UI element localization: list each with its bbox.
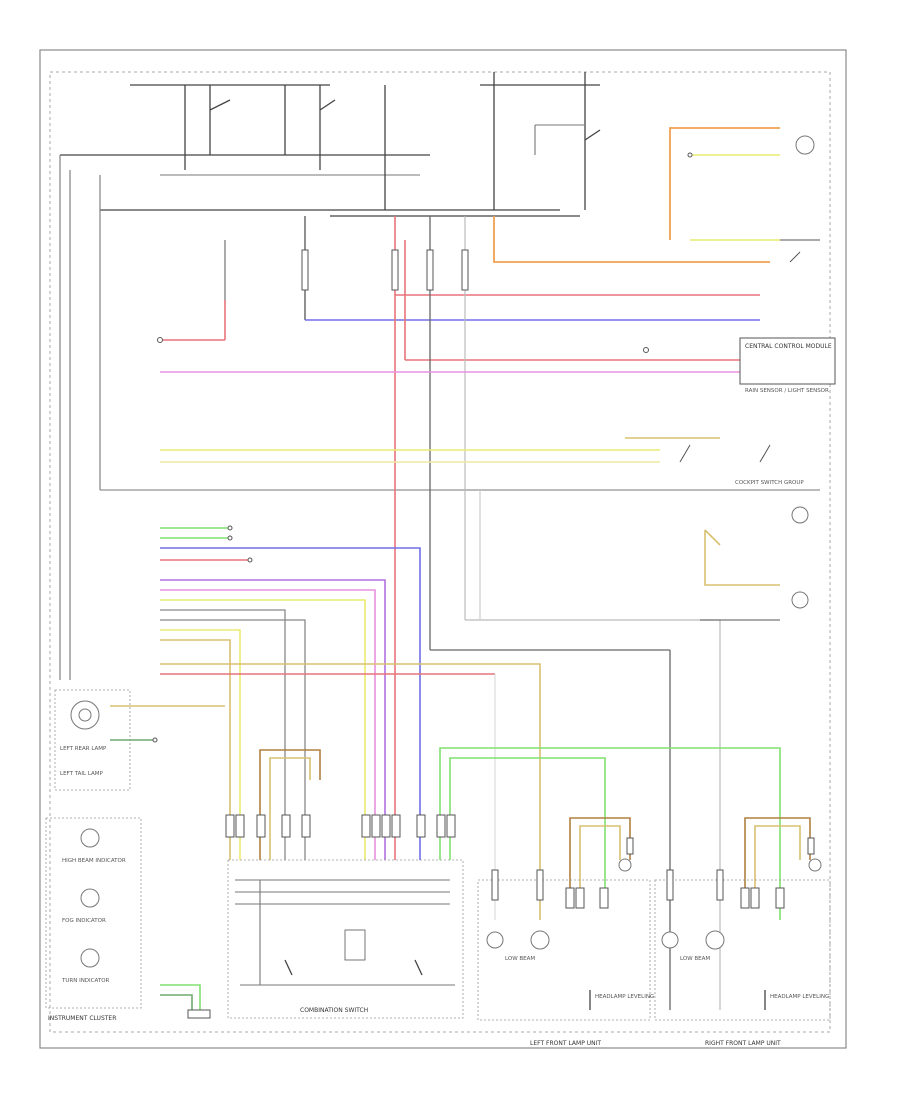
wire-darkgreen-cluster [160,994,193,1010]
combination-switch-label: COMBINATION SWITCH [300,1007,368,1014]
wire-orange [493,216,770,263]
wire-green-mid [449,757,606,890]
wire-tan-3 [160,663,541,920]
instrument-cluster-label: INSTRUMENT CLUSTER [48,1015,116,1022]
combination-switch: COMBINATION SWITCH [227,859,464,1019]
right-front-lamp-unit: LOW BEAM HEADLAMP LEVELING RIGHT FRONT L… [654,879,831,1047]
wire-tan-right2 [754,825,801,890]
wire-pink-2 [160,589,376,860]
ground-connector [187,1009,211,1019]
hot-at-all-times-dashed-box [49,71,831,1033]
right-tail-lamp [791,506,809,524]
left-tail-lamp-label: LEFT TAIL LAMP [60,771,104,777]
cockpit-switch-group-label: COCKPIT SWITCH GROUP [735,480,804,486]
rain-sensor-label: RAIN SENSOR / LIGHT SENSOR [745,388,829,394]
central-control-module [739,337,836,385]
left-leveling-label: HEADLAMP LEVELING [595,994,654,1000]
left-rear-lamp-label: LEFT REAR LAMP [60,746,107,752]
combo-connectors [225,814,456,838]
wire-violet [160,579,386,860]
fuse-block [60,72,601,217]
light-switch-circuit [157,240,226,343]
right-low-beam-label: LOW BEAM [680,956,710,962]
wire-green-long [439,747,781,920]
wire-brown-left [569,817,631,890]
left-side-marker [618,858,632,872]
instrument-cluster: HIGH BEAM INDICATOR FOG INDICATOR TURN I… [45,817,142,1022]
turn-indicator-label: TURN INDICATOR [61,978,110,984]
right-side-marker [808,858,822,872]
wire-gray-4 [160,619,306,860]
left-front-lamp-unit: LOW BEAM HEADLAMP LEVELING LEFT FRONT LA… [477,879,654,1047]
wire-tan-2 [160,639,231,860]
wire-tan-left [579,825,621,890]
high-beam-indicator-label: HIGH BEAM INDICATOR [62,858,126,864]
wire-blue-2 [160,547,421,860]
wire-green-cluster [160,984,201,1010]
left-rear-lamp [795,135,815,155]
wire-gray-3 [160,609,286,860]
right-leveling-label: HEADLAMP LEVELING [770,994,829,1000]
wire-yellow-2 [160,599,366,860]
right-rear-lamp [791,591,809,609]
wire-orange-rear [669,127,780,240]
left-low-beam-label: LOW BEAM [505,956,535,962]
ccm-label: CENTRAL CONTROL MODULE [745,343,832,350]
right-front-lamp-unit-label: RIGHT FRONT LAMP UNIT [705,1040,781,1047]
wire-brown-combo [259,749,321,860]
wire-tan-combo [269,757,311,860]
wire-tan-right [704,530,780,586]
left-front-lamp-unit-label: LEFT FRONT LAMP UNIT [530,1040,601,1047]
wire-yellow-3 [160,629,241,860]
diagram-border [39,49,847,1049]
fog-indicator-label: FOG INDICATOR [62,918,106,924]
